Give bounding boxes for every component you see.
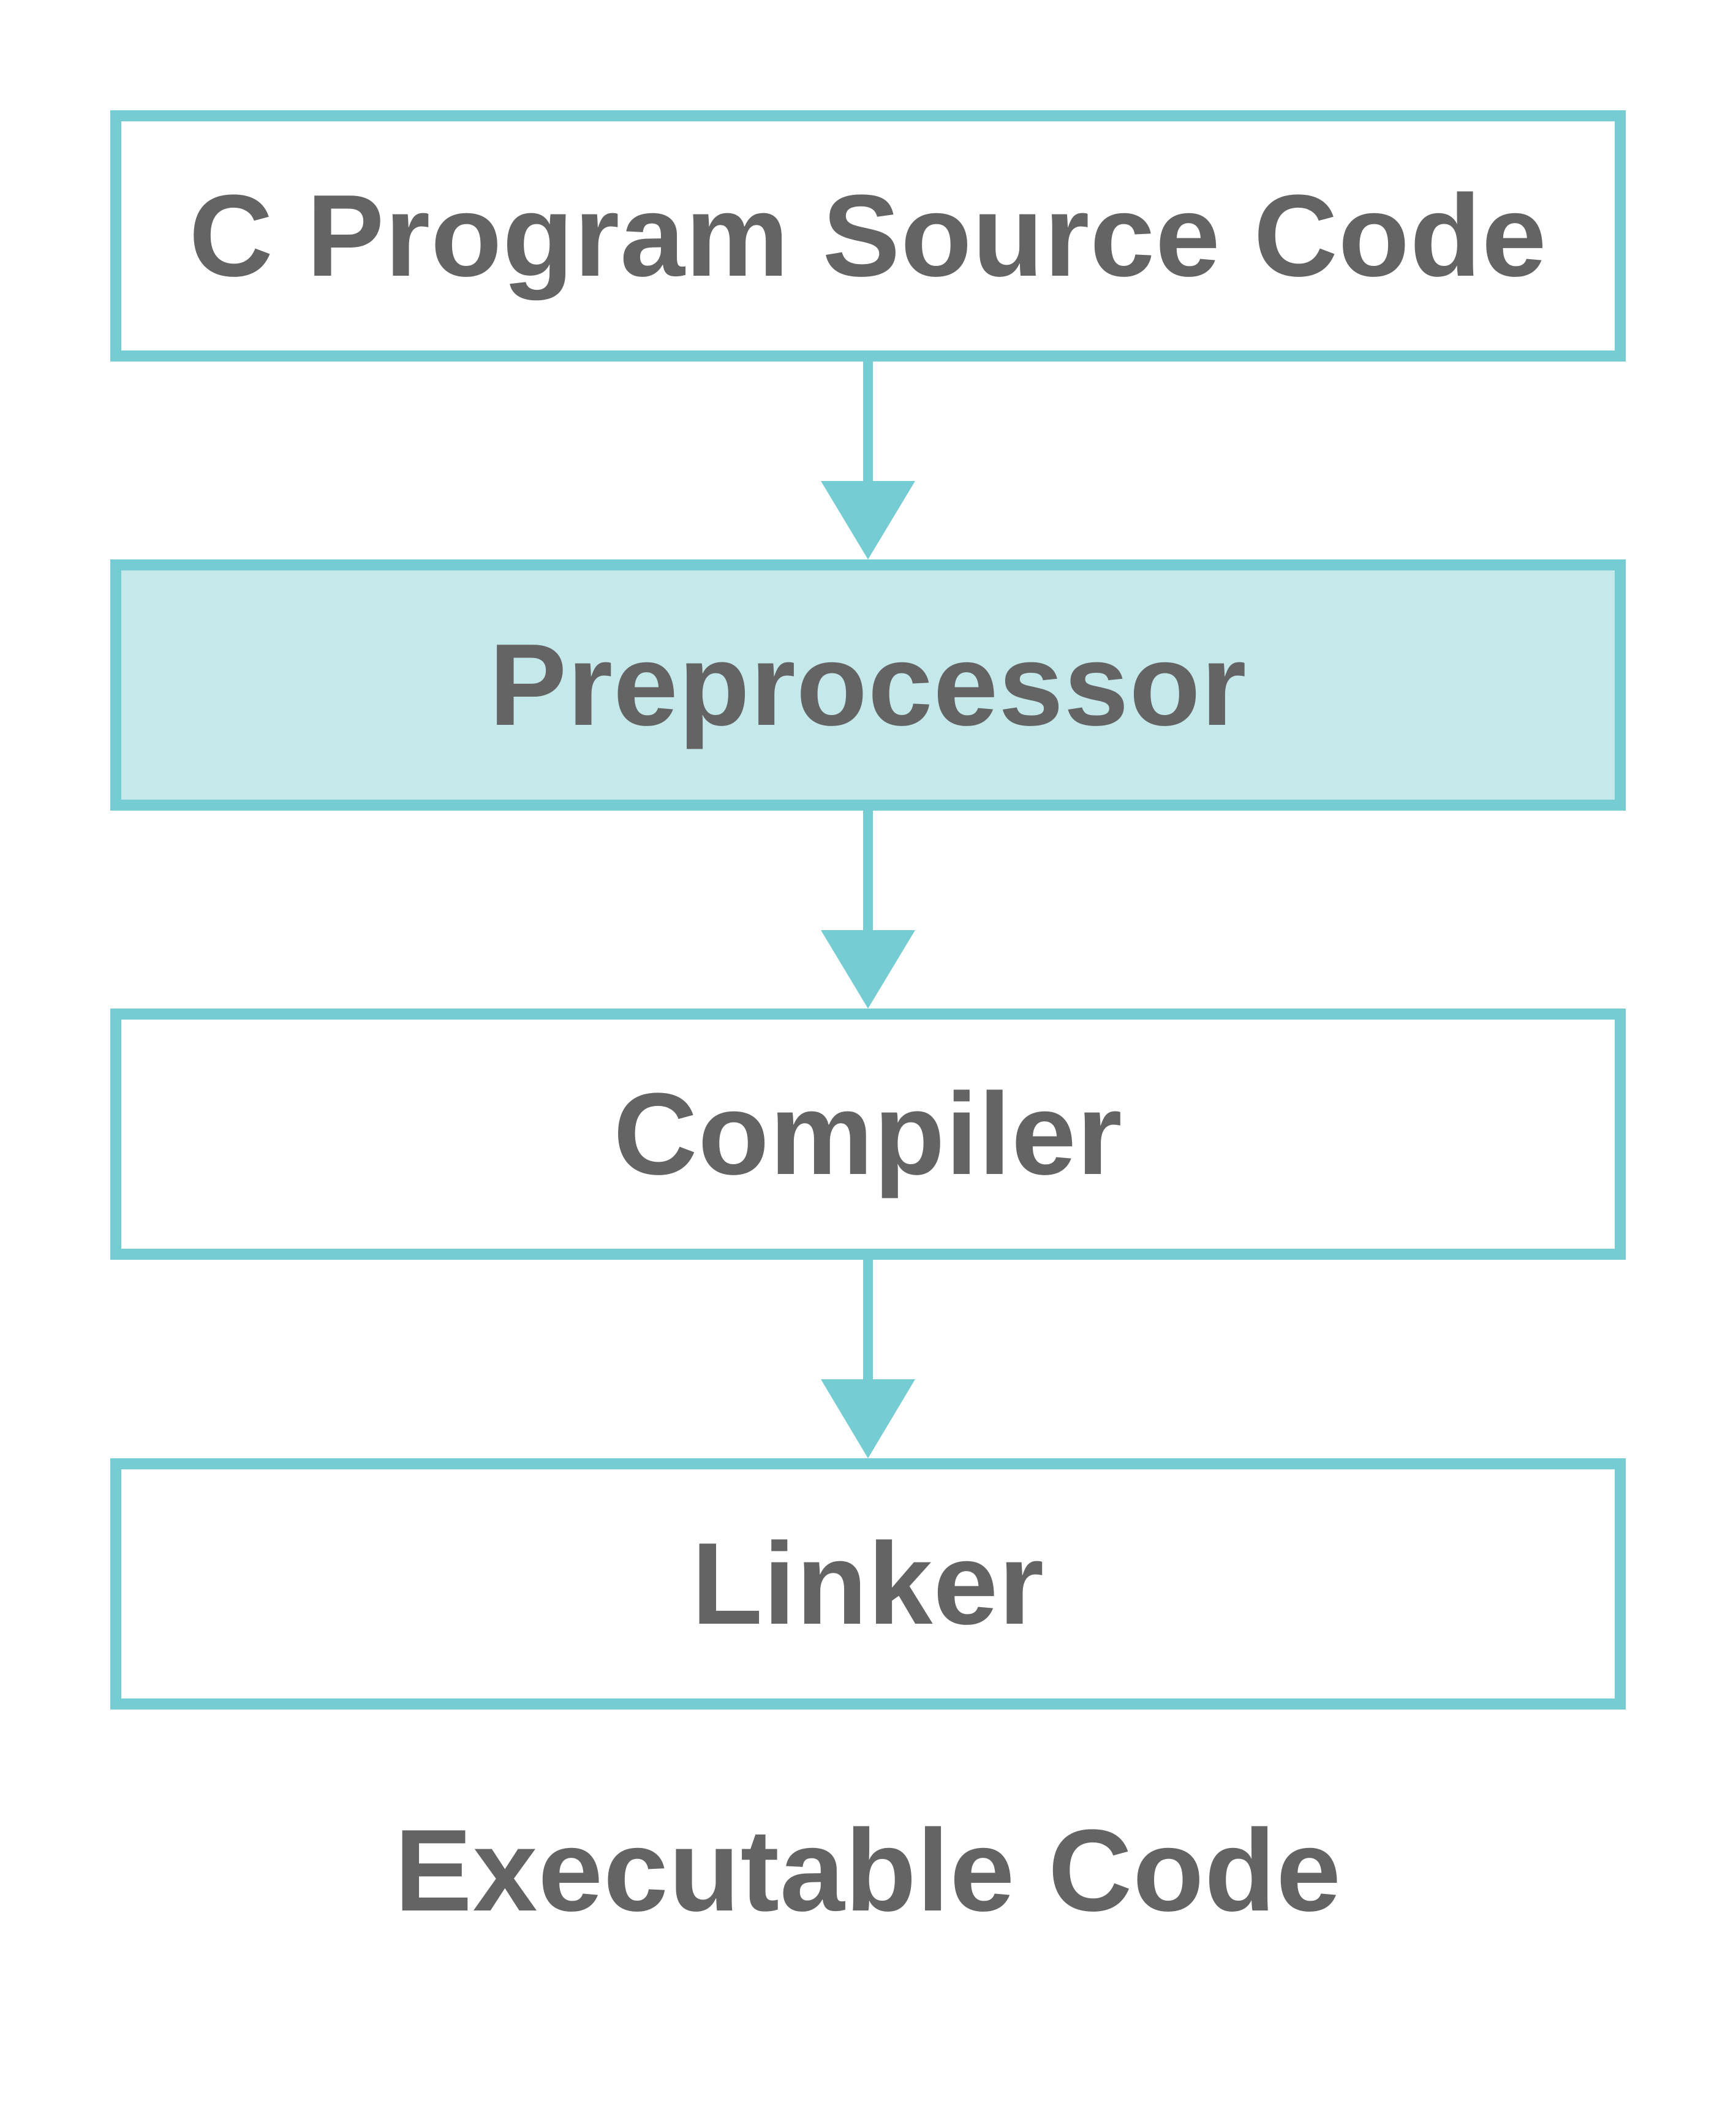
arrow-compiler-to-linker	[821, 1260, 915, 1458]
step-label-source-code: C Program Source Code	[189, 171, 1547, 301]
executable-code-label: Executable Code	[394, 1806, 1342, 1936]
step-box-preprocessor: Preprocessor	[110, 559, 1626, 811]
step-label-preprocessor: Preprocessor	[489, 620, 1247, 750]
step-box-compiler: Compiler	[110, 1009, 1626, 1260]
arrow-source-to-preprocessor	[821, 362, 915, 559]
step-label-compiler: Compiler	[613, 1069, 1123, 1199]
step-box-linker: Linker	[110, 1458, 1626, 1710]
step-box-source-code: C Program Source Code	[110, 110, 1626, 362]
arrow-preprocessor-to-compiler	[821, 811, 915, 1009]
step-label-linker: Linker	[691, 1519, 1045, 1649]
